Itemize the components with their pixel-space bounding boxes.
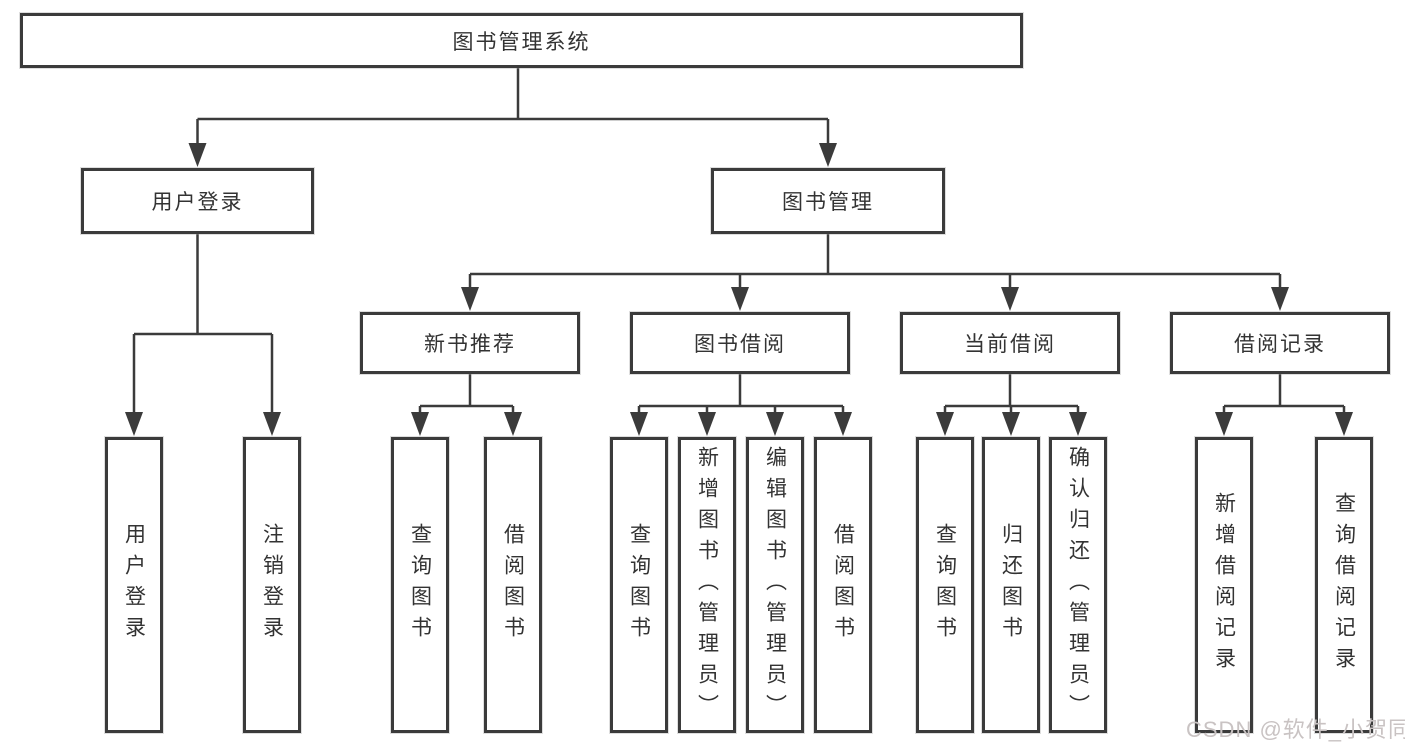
leaf-borrow-edit-books-admin: 编辑图书（管理员） bbox=[746, 437, 804, 733]
leaf-current-query-books: 查询图书 bbox=[916, 437, 974, 733]
node-root-system: 图书管理系统 bbox=[20, 13, 1023, 68]
node-book-borrow: 图书借阅 bbox=[630, 312, 850, 374]
leaf-label: 查询图书 bbox=[933, 523, 957, 647]
leaf-label: 归还图书 bbox=[999, 523, 1023, 647]
connector-new-book bbox=[418, 374, 515, 414]
leaf-label: 新增借阅记录 bbox=[1212, 492, 1236, 678]
leaf-current-confirm-return-admin: 确认归还（管理员） bbox=[1049, 437, 1107, 733]
connector-user-login bbox=[132, 234, 274, 414]
leaf-newbook-borrow-books: 借阅图书 bbox=[484, 437, 542, 733]
node-borrow-record: 借阅记录 bbox=[1170, 312, 1390, 374]
leaf-label: 确认归还（管理员） bbox=[1066, 445, 1090, 725]
arrow-icon bbox=[834, 412, 852, 436]
leaf-record-add-borrow-record: 新增借阅记录 bbox=[1195, 437, 1253, 733]
leaf-label: 查询图书 bbox=[408, 523, 432, 647]
leaf-borrow-add-books-admin: 新增图书（管理员） bbox=[678, 437, 736, 733]
arrow-icon bbox=[125, 412, 143, 436]
csdn-watermark: CSDN @软件_小贺同学 bbox=[1186, 717, 1405, 742]
arrow-icon bbox=[461, 287, 479, 311]
leaf-current-return-books: 归还图书 bbox=[982, 437, 1040, 733]
node-current-borrow: 当前借阅 bbox=[900, 312, 1120, 374]
arrow-icon bbox=[731, 287, 749, 311]
leaf-logout: 注销登录 bbox=[243, 437, 301, 733]
connector-borrow-record bbox=[1222, 374, 1346, 414]
arrow-icon bbox=[411, 412, 429, 436]
leaf-label: 查询借阅记录 bbox=[1332, 492, 1356, 678]
leaf-label: 注销登录 bbox=[260, 523, 284, 647]
leaf-newbook-query-books: 查询图书 bbox=[391, 437, 449, 733]
arrow-icon bbox=[188, 143, 207, 167]
leaf-label: 借阅图书 bbox=[831, 523, 855, 647]
leaf-record-query-borrow-record: 查询借阅记录 bbox=[1315, 437, 1373, 733]
connector-current-borrow bbox=[943, 374, 1080, 414]
leaf-label: 用户登录 bbox=[122, 523, 146, 647]
arrow-icon bbox=[1271, 287, 1289, 311]
leaf-borrow-borrow-books: 借阅图书 bbox=[814, 437, 872, 733]
arrow-icon bbox=[1069, 412, 1087, 436]
node-user-login: 用户登录 bbox=[81, 168, 314, 234]
node-book-management: 图书管理 bbox=[711, 168, 945, 234]
arrow-icon bbox=[698, 412, 716, 436]
arrow-icon bbox=[263, 412, 281, 436]
arrow-icon bbox=[630, 412, 648, 436]
leaf-label: 编辑图书（管理员） bbox=[763, 445, 787, 725]
arrow-icon bbox=[936, 412, 954, 436]
leaf-label: 新增图书（管理员） bbox=[695, 445, 719, 725]
leaf-borrow-query-books: 查询图书 bbox=[610, 437, 668, 733]
leaf-label: 查询图书 bbox=[627, 523, 651, 647]
arrow-icon bbox=[504, 412, 522, 436]
arrow-icon bbox=[1335, 412, 1353, 436]
arrow-icon bbox=[1002, 412, 1020, 436]
arrow-icon bbox=[1215, 412, 1233, 436]
connector-book-borrow bbox=[637, 374, 845, 414]
arrow-icon bbox=[819, 143, 837, 167]
leaf-label: 借阅图书 bbox=[501, 523, 525, 647]
arrow-icon bbox=[1001, 287, 1019, 311]
node-new-book-recommend: 新书推荐 bbox=[360, 312, 580, 374]
connector-book-mgmt bbox=[468, 234, 1282, 289]
leaf-user-login: 用户登录 bbox=[105, 437, 163, 733]
arrow-icon bbox=[766, 412, 784, 436]
connector-root bbox=[196, 68, 830, 145]
